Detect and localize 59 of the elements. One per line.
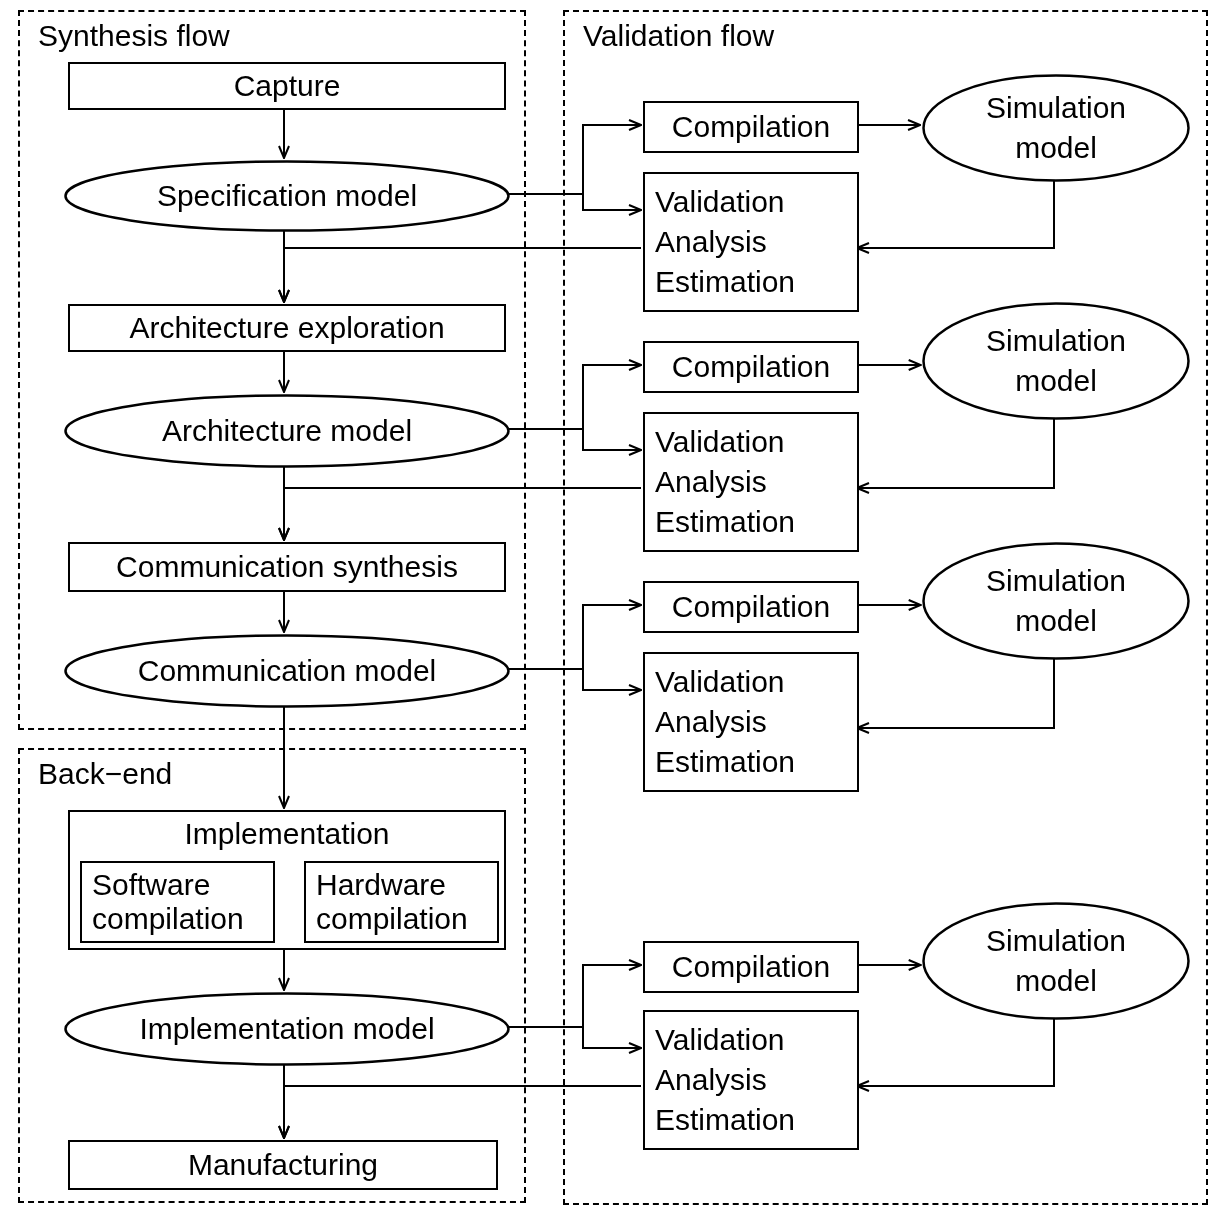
process-box bbox=[643, 412, 859, 552]
node-label: Compilation bbox=[671, 589, 831, 625]
node-label: Implementation model bbox=[139, 1011, 435, 1047]
arrow bbox=[507, 1026, 642, 1054]
model-ellipse bbox=[64, 394, 510, 468]
node-label: Compilation bbox=[671, 109, 831, 145]
arrow bbox=[507, 668, 642, 696]
dashed-group-frame bbox=[563, 10, 1208, 1205]
arrow bbox=[507, 428, 642, 456]
node-label: Architecture exploration bbox=[129, 310, 445, 346]
dashed-group-frame bbox=[18, 748, 526, 1203]
group-title: Back−end bbox=[38, 756, 173, 792]
arrow bbox=[507, 193, 642, 216]
node-label: Manufacturing bbox=[187, 1147, 379, 1183]
process-box bbox=[643, 652, 859, 792]
node-label: Hardware compilation bbox=[316, 868, 469, 936]
process-box bbox=[80, 861, 275, 943]
node-label: Capture bbox=[233, 68, 341, 104]
node-label: Simulation model bbox=[984, 90, 1128, 166]
process-box bbox=[68, 810, 506, 950]
node-label: Communication synthesis bbox=[116, 549, 458, 585]
node-label: Architecture model bbox=[161, 413, 413, 449]
arrow bbox=[278, 487, 642, 541]
node-label: Communication model bbox=[137, 653, 437, 689]
process-box bbox=[304, 861, 499, 943]
node-label: Validation Analysis Estimation bbox=[655, 424, 797, 540]
node-label: Software compilation bbox=[92, 868, 245, 936]
model-ellipse bbox=[922, 302, 1190, 420]
process-box bbox=[643, 1010, 859, 1150]
process-box bbox=[643, 341, 859, 393]
node-label: Implementation bbox=[184, 816, 390, 852]
process-box bbox=[643, 101, 859, 153]
dashed-group-frame bbox=[18, 10, 526, 730]
model-ellipse bbox=[922, 902, 1190, 1020]
model-ellipse bbox=[64, 634, 510, 708]
process-box bbox=[68, 542, 506, 592]
arrow bbox=[278, 247, 642, 303]
process-box bbox=[68, 62, 506, 110]
node-label: Simulation model bbox=[984, 323, 1128, 399]
process-box bbox=[643, 941, 859, 993]
node-label: Compilation bbox=[671, 349, 831, 385]
node-label: Validation Analysis Estimation bbox=[655, 1022, 797, 1138]
model-ellipse bbox=[64, 160, 510, 232]
model-ellipse bbox=[64, 992, 510, 1066]
process-box bbox=[68, 1140, 498, 1190]
group-title: Validation flow bbox=[583, 18, 775, 54]
model-ellipse bbox=[922, 74, 1190, 182]
node-label: Simulation model bbox=[984, 923, 1128, 999]
process-box bbox=[643, 172, 859, 312]
process-box bbox=[68, 304, 506, 352]
arrow bbox=[278, 1085, 642, 1139]
node-label: Compilation bbox=[671, 949, 831, 985]
group-title: Synthesis flow bbox=[38, 18, 230, 54]
process-box bbox=[643, 581, 859, 633]
node-label: Validation Analysis Estimation bbox=[655, 184, 797, 300]
node-label: Specification model bbox=[156, 178, 418, 214]
model-ellipse bbox=[922, 542, 1190, 660]
node-label: Simulation model bbox=[984, 563, 1128, 639]
node-label: Validation Analysis Estimation bbox=[655, 664, 797, 780]
